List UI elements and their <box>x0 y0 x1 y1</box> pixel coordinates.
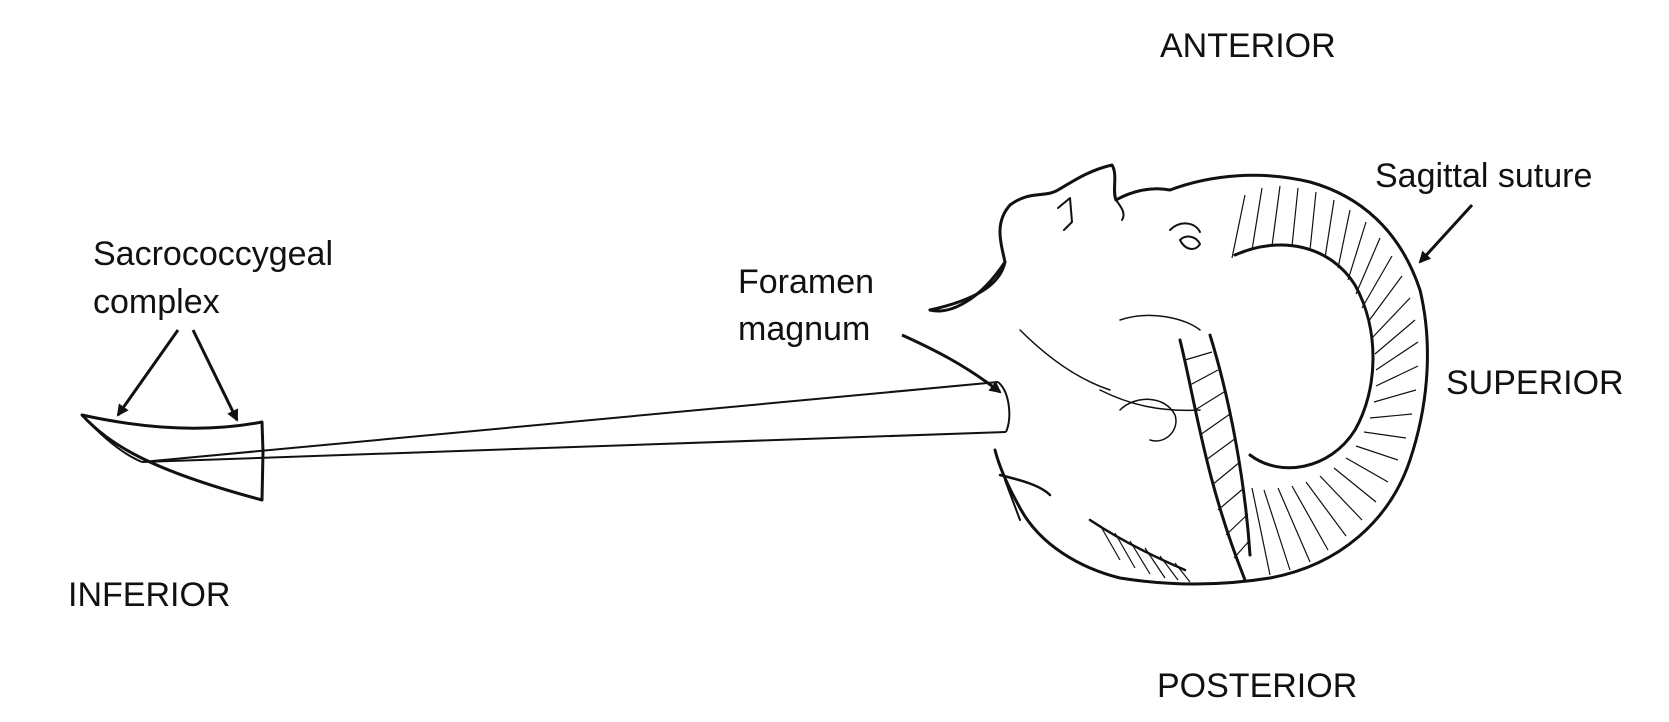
label-superior: SUPERIOR <box>1446 364 1624 402</box>
lower-hatching <box>1099 524 1191 583</box>
sagittal-hatching <box>1231 185 1419 576</box>
arrow-sacro-left <box>116 329 180 417</box>
occipital-hatching <box>1184 351 1251 559</box>
label-sagittal-suture: Sagittal suture <box>1375 157 1593 195</box>
arrow-sacro-right <box>191 329 239 422</box>
sacrococcygeal-shape <box>80 413 265 502</box>
label-foramen-line2: magnum <box>738 310 871 348</box>
fetal-head <box>928 163 1429 586</box>
arrow-sagittal-suture <box>1418 203 1474 264</box>
label-sacrococcygeal-line2: complex <box>93 283 220 321</box>
spinal-rod <box>141 381 1011 463</box>
pointer-arrows <box>116 203 1474 422</box>
label-posterior: POSTERIOR <box>1157 667 1358 705</box>
label-anterior: ANTERIOR <box>1160 27 1336 65</box>
arrow-foramen-magnum <box>901 333 1002 394</box>
label-inferior: INFERIOR <box>68 576 231 614</box>
label-foramen-line1: Foramen <box>738 263 875 301</box>
label-sacrococcygeal-line1: Sacrococcygeal <box>93 235 334 273</box>
